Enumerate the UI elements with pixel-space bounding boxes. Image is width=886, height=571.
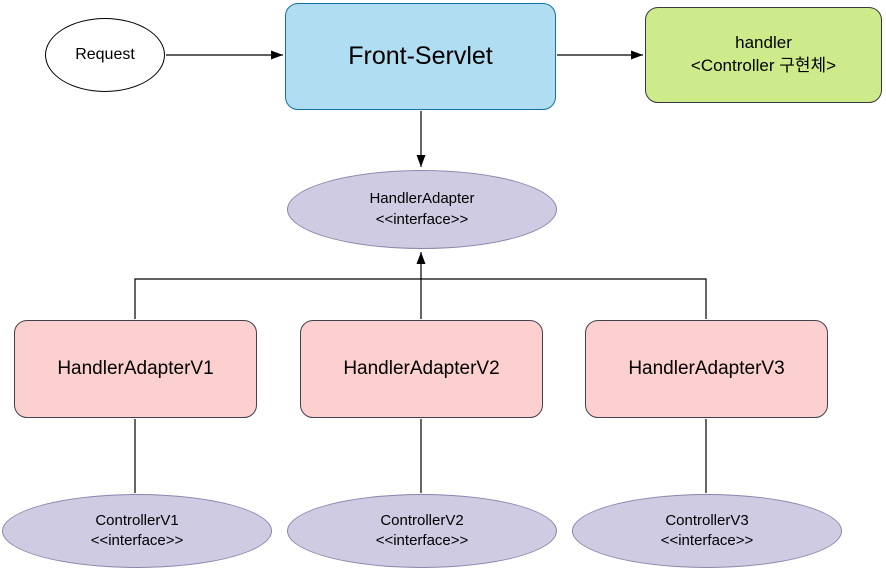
front-servlet-node: Front-Servlet [285, 3, 556, 110]
handler-adapter-label-line1: HandlerAdapter [369, 190, 475, 208]
controller-v1-node: ControllerV1 <<interface>> [2, 494, 272, 568]
controller-v1-label-line2: <<interface>> [90, 532, 184, 549]
handler-adapter-label-line2: <<interface>> [375, 210, 469, 228]
handler-adapter-v2-node: HandlerAdapterV2 [300, 320, 543, 418]
controller-v1-label-line1: ControllerV1 [95, 511, 179, 529]
request-node: Request [45, 18, 165, 92]
handler-node: handler <Controller 구현체> [645, 7, 882, 103]
controller-v3-label-line2: <<interface>> [660, 532, 754, 549]
request-label: Request [75, 46, 135, 64]
handler-label-line1: handler [735, 33, 792, 53]
controller-v3-label-line1: ControllerV3 [665, 511, 749, 529]
handler-adapter-v1-node: HandlerAdapterV1 [14, 320, 257, 418]
handler-adapter-interface-node: HandlerAdapter <<interface>> [287, 170, 557, 249]
handler-adapter-v2-label: HandlerAdapterV2 [343, 358, 500, 380]
handler-adapter-v3-node: HandlerAdapterV3 [585, 320, 828, 418]
edge-adapter-bus [134, 278, 707, 319]
handler-label-line2: <Controller 구현체> [690, 56, 837, 75]
handler-adapter-v3-label: HandlerAdapterV3 [628, 358, 785, 380]
controller-v2-label-line1: ControllerV2 [380, 511, 464, 529]
front-servlet-label: Front-Servlet [348, 41, 493, 70]
controller-v2-label-line2: <<interface>> [375, 532, 469, 549]
handler-adapter-v1-label: HandlerAdapterV1 [57, 358, 214, 380]
controller-v2-node: ControllerV2 <<interface>> [287, 494, 557, 568]
controller-v3-node: ControllerV3 <<interface>> [572, 494, 842, 568]
